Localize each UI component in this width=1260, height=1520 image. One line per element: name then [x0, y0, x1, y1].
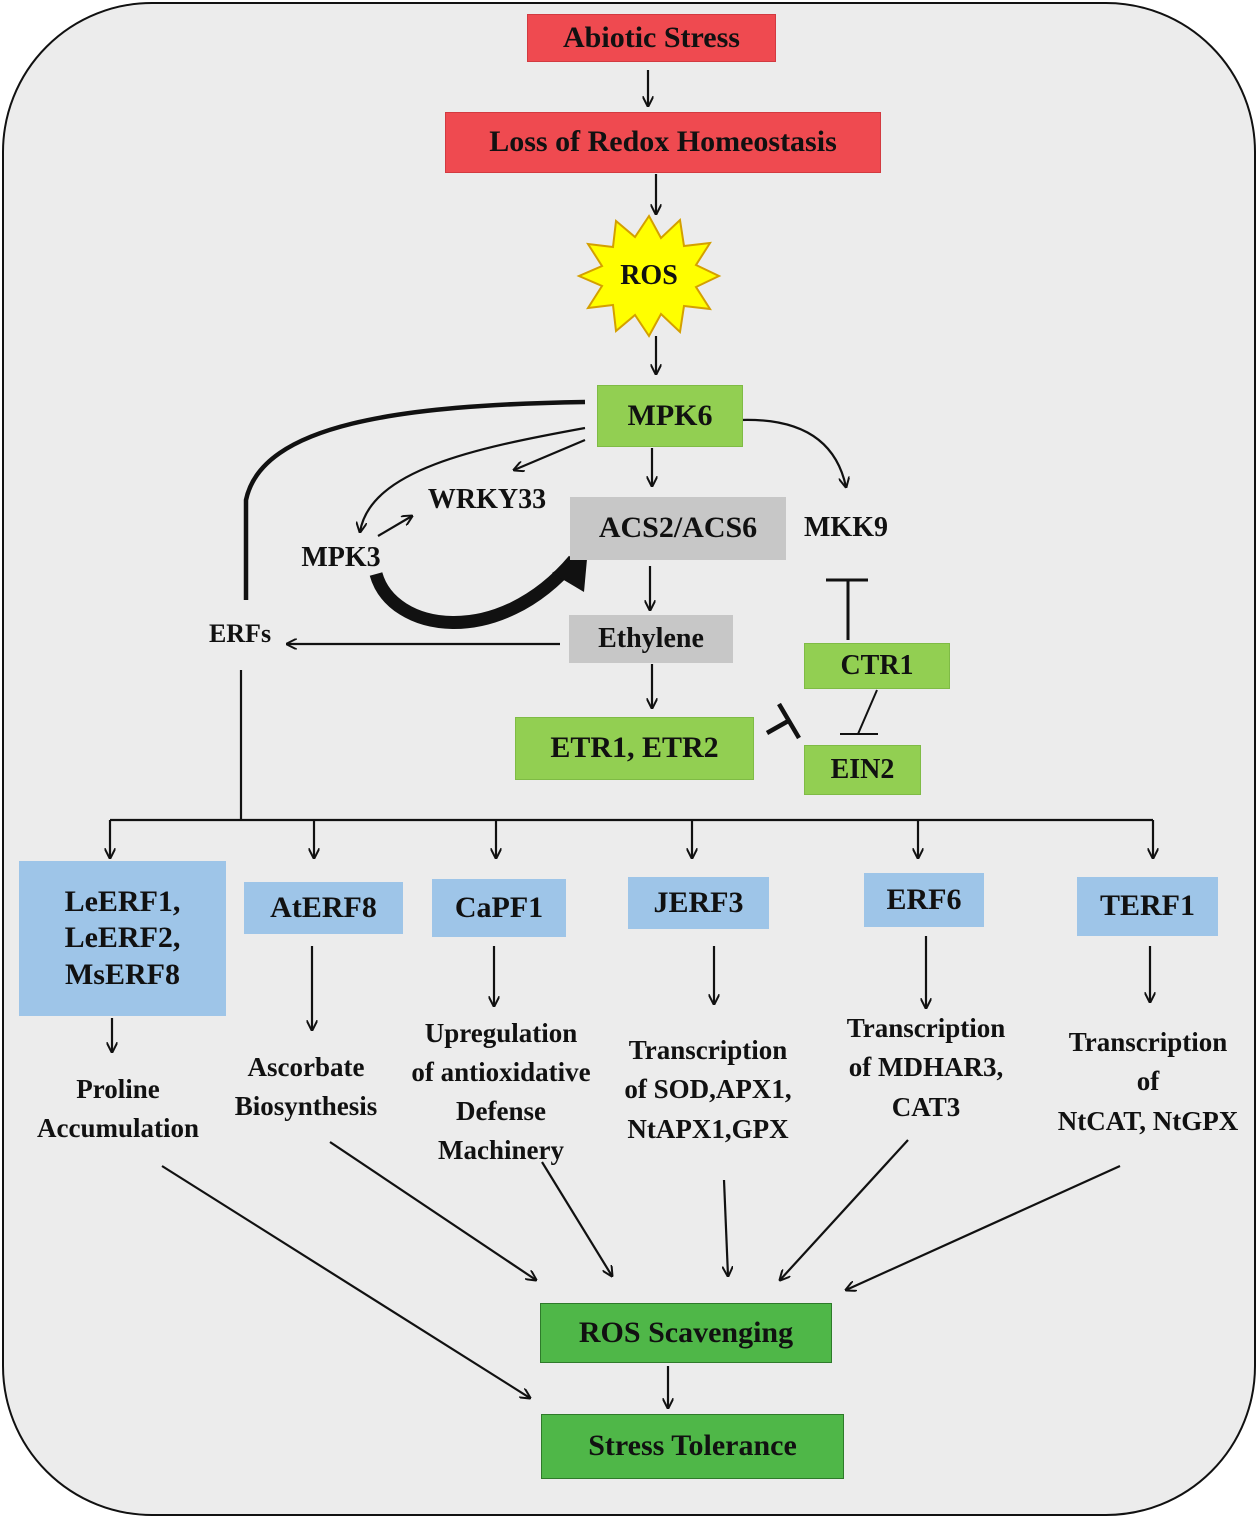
edge-mpk3-to-acs: [369, 555, 579, 629]
node-wrky33: WRKY33: [427, 483, 547, 515]
effect-transcription-mdhar3: Transcription of MDHAR3, CAT3: [846, 1013, 1006, 1122]
node-ros-scavenging: ROS Scavenging: [540, 1303, 832, 1363]
node-ein2: EIN2: [804, 745, 921, 795]
factor-terf1: TERF1: [1077, 877, 1218, 936]
edge-sod-to-scavenging: [724, 1179, 728, 1276]
factor-capf1: CaPF1: [432, 879, 566, 937]
factor-jerf3: JERF3: [628, 877, 769, 929]
node-loss-redox-homeostasis: Loss of Redox Homeostasis: [445, 112, 881, 173]
node-mpk6: MPK6: [597, 385, 743, 447]
node-acs2-acs6: ACS2/ACS6: [570, 497, 786, 560]
factor-aterf8: AtERF8: [244, 882, 403, 934]
node-stress-tolerance: Stress Tolerance: [541, 1414, 844, 1479]
edge-antioxidative-to-scavenging: [541, 1161, 612, 1276]
inhibit-mkk9-ctr1: [826, 578, 868, 640]
node-ros: ROS: [620, 259, 678, 291]
edge-mpk6-to-mkk9: [739, 418, 846, 487]
edge-mpk6-to-wrky33: [514, 438, 586, 470]
effect-transcription-ntcat: Transcription of NtCAT, NtGPX: [1057, 1027, 1239, 1136]
edge-mpk6-to-mpk3: [360, 426, 586, 532]
effect-proline-accumulation: Proline Accumulation: [37, 1073, 199, 1143]
effect-transcription-sod: Transcription of SOD,APX1, NtAPX1,GPX: [624, 1035, 792, 1144]
edge-proline-to-tolerance: [161, 1165, 530, 1398]
edge-mpk3-to-wrky33: [377, 516, 412, 537]
node-mpk3: MPK3: [301, 541, 381, 573]
edge-mdhar3-to-scavenging: [780, 1139, 909, 1280]
node-etr1-etr2: ETR1, ETR2: [515, 717, 754, 780]
effect-ascorbate-biosynthesis: Ascorbate Biosynthesis: [234, 1051, 378, 1121]
factor-leerf1-leerf2-mserf8: LeERF1, LeERF2, MsERF8: [19, 861, 226, 1016]
node-abiotic-stress: Abiotic Stress: [527, 14, 776, 62]
effect-antioxidative-defense: Upregulation of antioxidative Defense Ma…: [411, 1017, 591, 1166]
factor-erf6: ERF6: [864, 873, 984, 927]
node-mkk9: MKK9: [804, 511, 888, 543]
ros-starburst: [576, 214, 722, 338]
node-ethylene: Ethylene: [569, 615, 733, 663]
edge-ascorbate-to-scavenging: [329, 1141, 536, 1280]
inhibit-etr-ein2: [765, 702, 801, 740]
edge-ntcat-to-scavenging: [846, 1164, 1121, 1290]
edge-mpk6-to-erfs: [243, 399, 586, 600]
node-erfs: ERFs: [208, 619, 272, 649]
node-ctr1: CTR1: [804, 643, 950, 689]
inhibit-ctr1-ein2: [840, 689, 878, 735]
